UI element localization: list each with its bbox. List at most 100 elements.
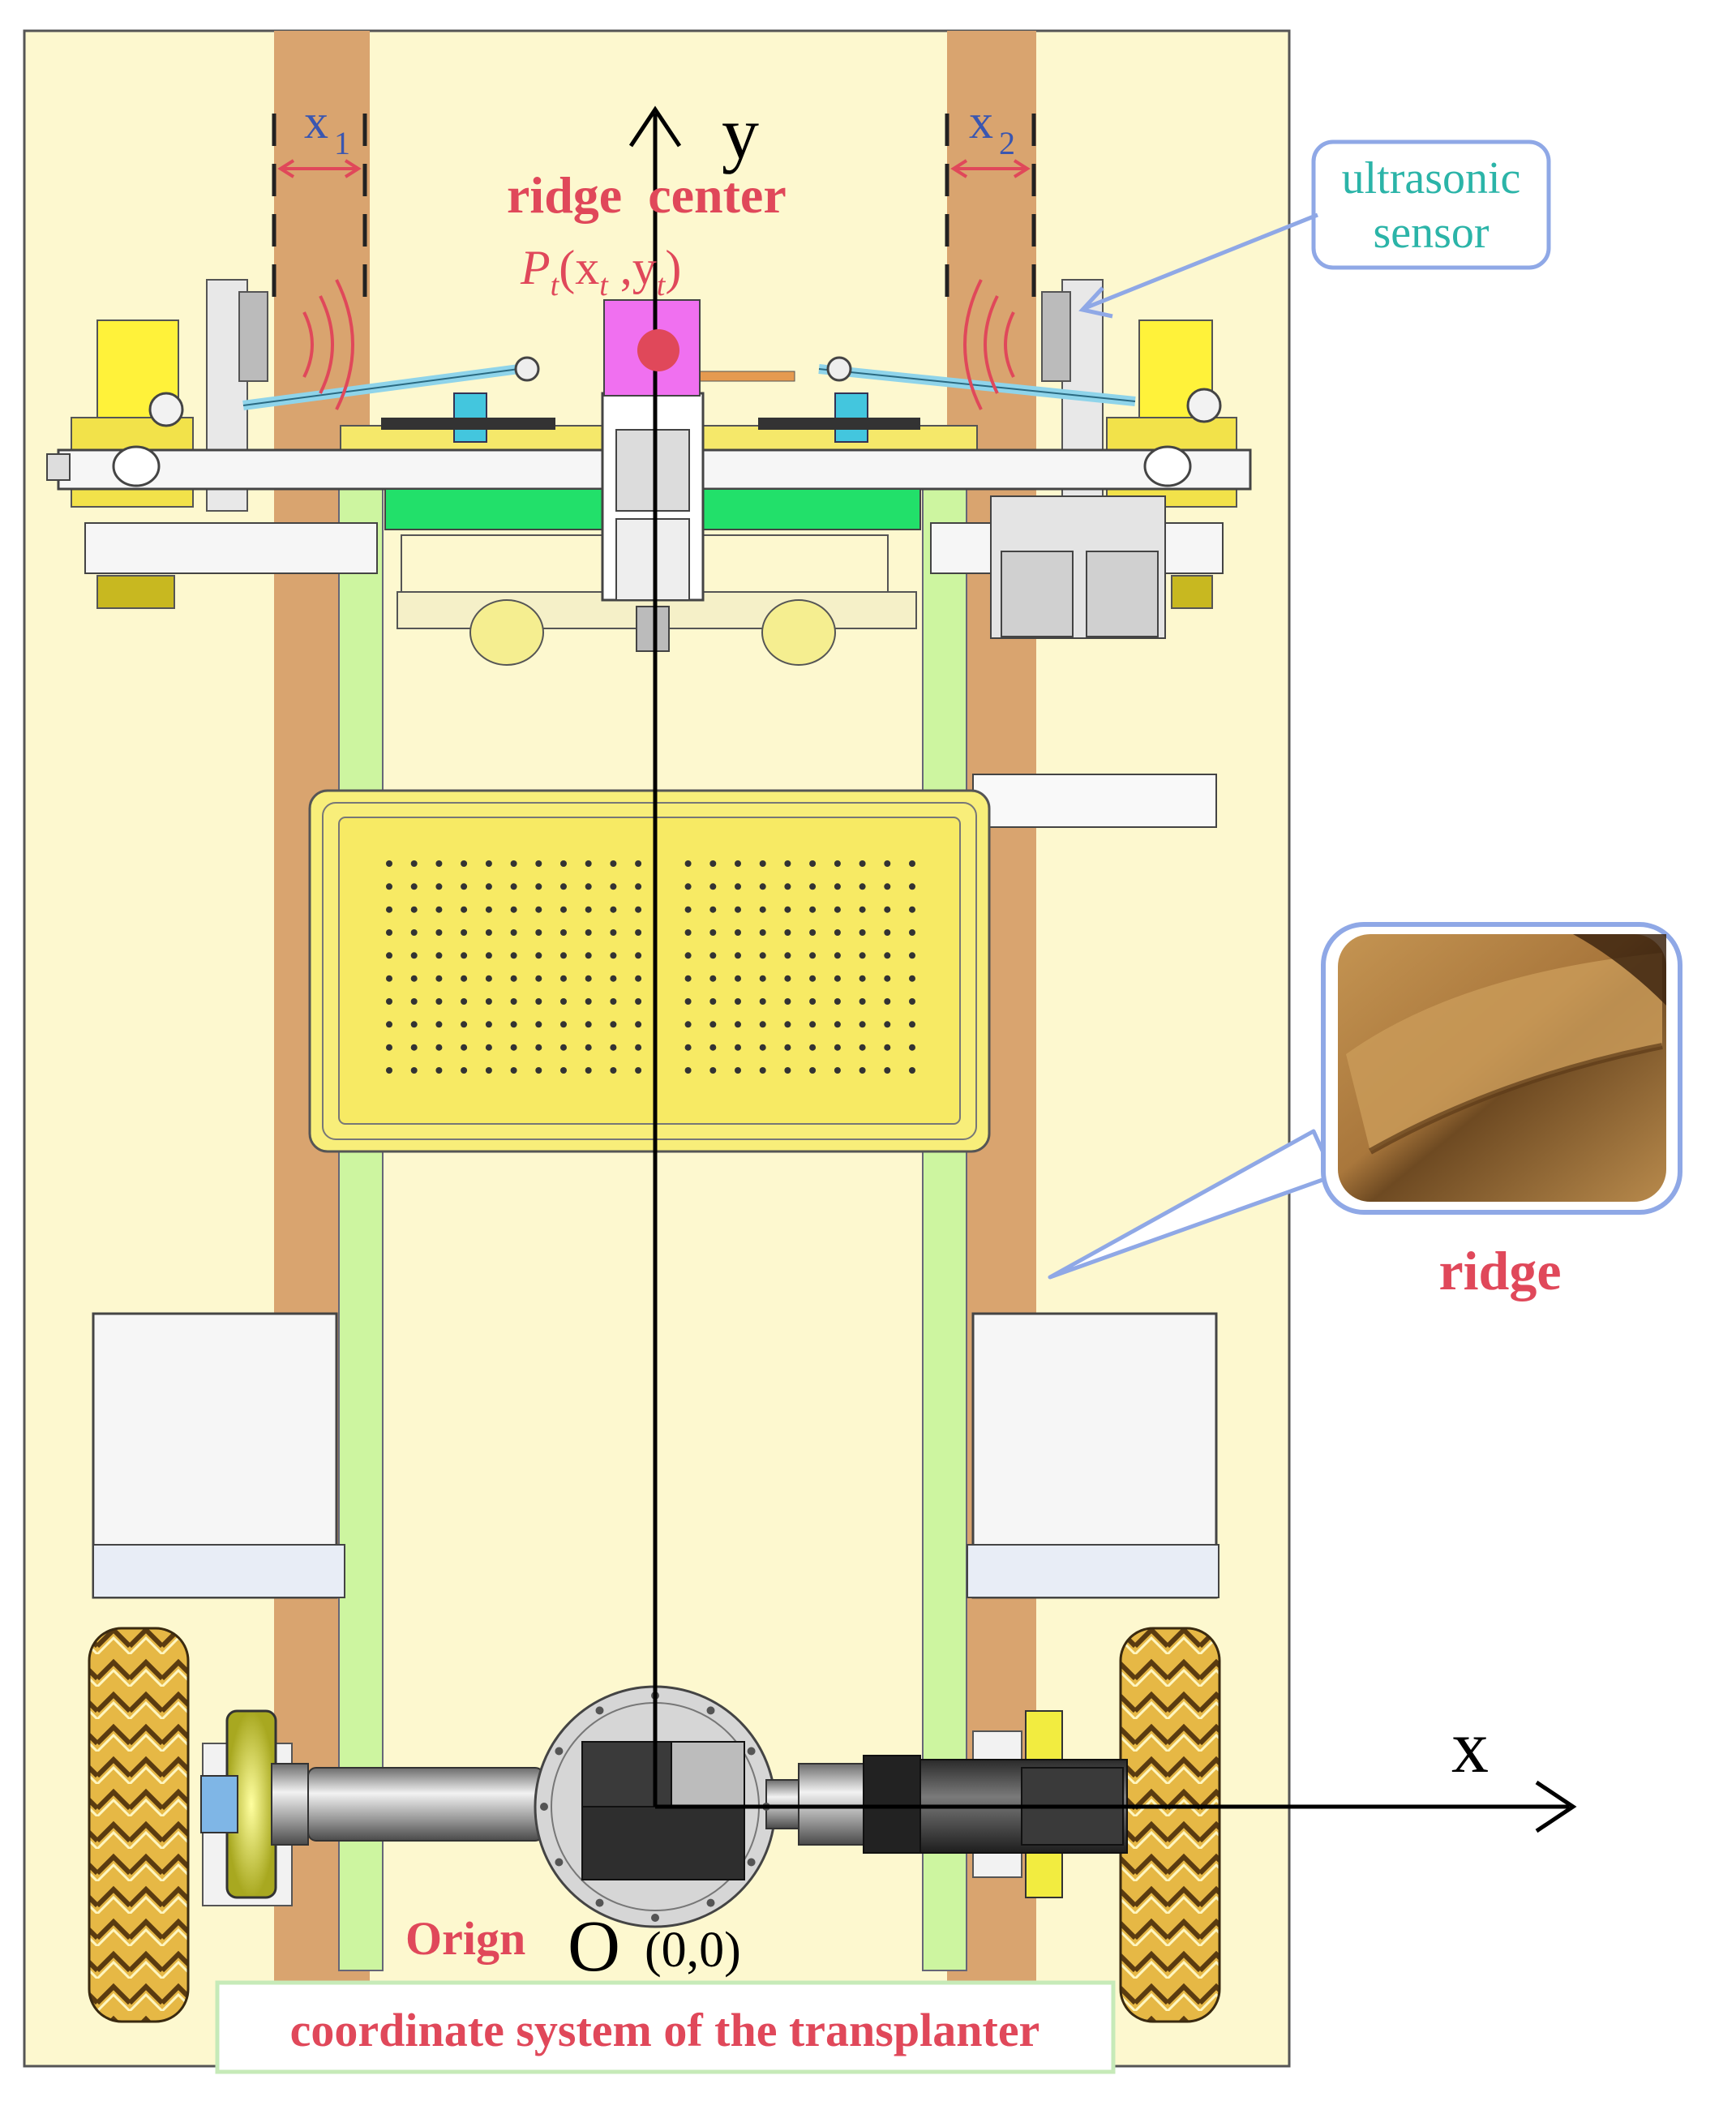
tray-hole bbox=[585, 1044, 592, 1051]
tray-hole bbox=[635, 860, 642, 867]
x-axis-label: x bbox=[1451, 1705, 1489, 1788]
tray-hole bbox=[410, 1021, 418, 1028]
rear-wheel-left bbox=[88, 1627, 190, 2023]
tray-hole bbox=[485, 1067, 492, 1074]
tray-hole bbox=[684, 1067, 692, 1074]
tray-hole bbox=[834, 975, 841, 982]
tray-hole bbox=[485, 883, 492, 890]
tray-hole bbox=[510, 952, 517, 959]
x1-label-main: x bbox=[304, 95, 328, 148]
tray-hole bbox=[859, 906, 866, 913]
x1-label-subscript: 1 bbox=[334, 125, 350, 161]
tray-hole bbox=[784, 998, 791, 1005]
tray-hole bbox=[709, 998, 717, 1005]
tray-hole bbox=[809, 929, 817, 936]
tray-hole bbox=[784, 1021, 791, 1028]
tray-hole bbox=[735, 883, 741, 890]
tray-hole bbox=[435, 952, 443, 959]
tray-hole bbox=[560, 1067, 567, 1074]
tray-hole bbox=[809, 883, 817, 890]
tray-hole bbox=[859, 998, 866, 1005]
tray-hole bbox=[834, 952, 841, 959]
point-subscript-1: t bbox=[551, 268, 560, 302]
point-subscript-3: t bbox=[657, 268, 667, 302]
gearbox-bolt bbox=[555, 1747, 564, 1756]
tray-hole bbox=[809, 1067, 817, 1074]
point-coordinate-label: Pt(xt ,yt) bbox=[520, 241, 681, 302]
ultrasonic-wave-icon-right bbox=[963, 279, 1015, 410]
tray-hole bbox=[635, 998, 642, 1005]
tray-hole bbox=[884, 1021, 891, 1028]
tray-hole bbox=[535, 1067, 542, 1074]
tray-hole bbox=[735, 1067, 741, 1074]
tray-hole bbox=[909, 952, 915, 959]
tray-hole bbox=[909, 975, 915, 982]
rear-wheel-right bbox=[1119, 1627, 1221, 2023]
ridge-center-label: ridge center bbox=[507, 166, 787, 224]
tray-hole bbox=[461, 883, 468, 890]
gearbox-bolt bbox=[706, 1898, 715, 1907]
tray-hole bbox=[535, 998, 542, 1005]
tray-hole bbox=[635, 883, 642, 890]
frame-rail-left bbox=[338, 486, 384, 1971]
tray-hole bbox=[784, 975, 791, 982]
x2-label: x 2 bbox=[969, 95, 1015, 161]
tray-hole bbox=[809, 952, 817, 959]
tray-hole bbox=[709, 1067, 717, 1074]
tray-hole bbox=[560, 1021, 567, 1028]
tray-hole bbox=[410, 952, 418, 959]
tray-hole bbox=[386, 1044, 392, 1051]
point-close: ) bbox=[665, 241, 681, 294]
tray-hole bbox=[585, 975, 592, 982]
gearbox-bolt bbox=[747, 1747, 756, 1756]
tray-hole bbox=[709, 906, 717, 913]
tray-hole bbox=[610, 1021, 617, 1028]
tray-hole bbox=[684, 975, 692, 982]
tray-hole bbox=[560, 1044, 567, 1051]
tray-hole bbox=[635, 1044, 642, 1051]
tray-hole bbox=[709, 860, 717, 867]
tray-hole bbox=[859, 883, 866, 890]
tray-hole bbox=[485, 1021, 492, 1028]
tray-hole bbox=[684, 1021, 692, 1028]
tray-hole bbox=[909, 1067, 915, 1074]
tray-hole bbox=[585, 998, 592, 1005]
tray-hole bbox=[784, 929, 791, 936]
tray-hole bbox=[834, 1067, 841, 1074]
tray-hole bbox=[635, 906, 642, 913]
caption-box: coordinate system of the transplanter bbox=[215, 1980, 1116, 2074]
tray-hole bbox=[610, 929, 617, 936]
tray-hole bbox=[909, 860, 915, 867]
origin-letter-label: O bbox=[568, 1906, 620, 1987]
tray-hole bbox=[759, 1067, 766, 1074]
tray-hole bbox=[635, 929, 642, 936]
gearbox-bolt bbox=[595, 1706, 604, 1715]
tray-hole bbox=[709, 883, 717, 890]
tray-hole bbox=[461, 929, 468, 936]
tray-hole bbox=[709, 975, 717, 982]
tray-hole bbox=[510, 1044, 517, 1051]
tray-hole bbox=[809, 1044, 817, 1051]
tray-hole bbox=[560, 906, 567, 913]
tray-hole bbox=[386, 906, 392, 913]
tray-hole bbox=[585, 929, 592, 936]
tray-hole bbox=[884, 1044, 891, 1051]
tray-hole bbox=[410, 860, 418, 867]
tray-hole bbox=[684, 998, 692, 1005]
tray-hole bbox=[834, 929, 841, 936]
tray-hole bbox=[386, 1021, 392, 1028]
tray-hole bbox=[884, 906, 891, 913]
tray-hole bbox=[560, 860, 567, 867]
tray-hole bbox=[784, 860, 791, 867]
tray-hole bbox=[585, 860, 592, 867]
tray-hole bbox=[635, 952, 642, 959]
tray-hole bbox=[784, 1044, 791, 1051]
tray-hole bbox=[585, 1067, 592, 1074]
tray-hole bbox=[909, 906, 915, 913]
tray-hole bbox=[535, 1044, 542, 1051]
gearbox-bolt bbox=[540, 1803, 548, 1811]
tray-hole bbox=[759, 975, 766, 982]
tray-hole bbox=[909, 929, 915, 936]
tray-hole bbox=[859, 1044, 866, 1051]
